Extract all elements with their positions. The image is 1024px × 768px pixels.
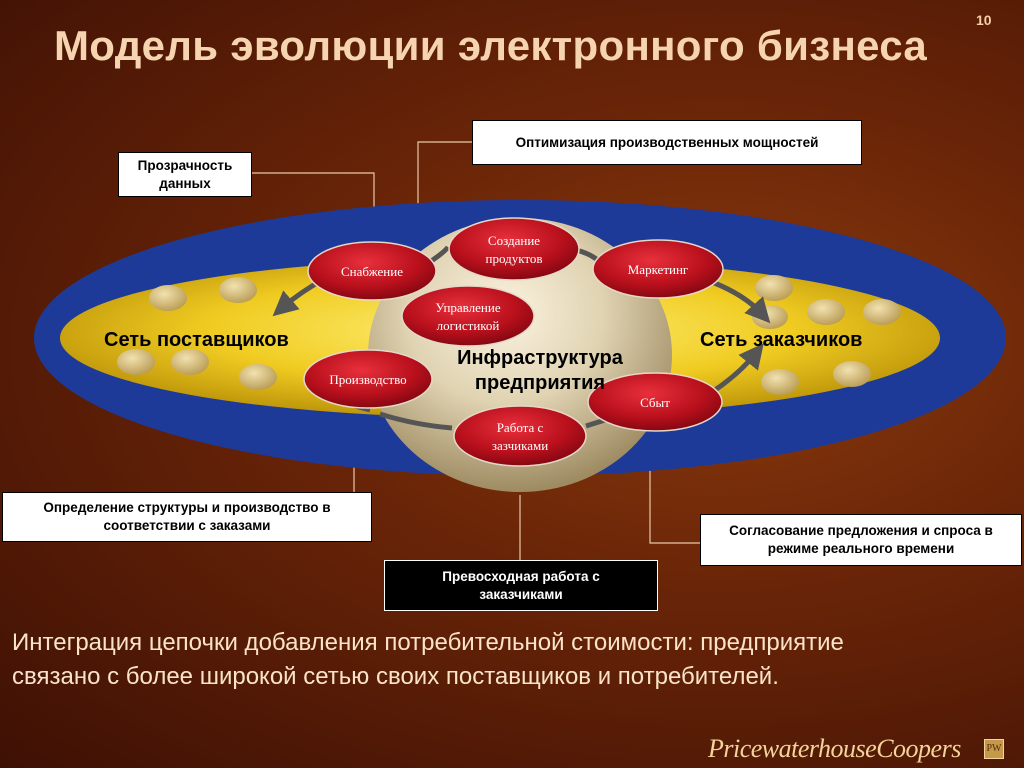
connector-transparency [252,172,375,210]
arrow-sales-to-customers [713,343,764,393]
node-customer-work-label: Работа с зазчиками [491,420,549,453]
summary-text: Интеграция цепочки добавления потребител… [12,629,844,690]
pebble [761,369,799,395]
connector-matching [649,440,700,544]
customer-network-label: Сеть заказчиков [700,329,863,351]
pebble [117,349,155,375]
connector-optimization [417,141,472,222]
logo-mark-icon: PW [984,739,1004,759]
arc-production-work [379,411,453,431]
node-marketing-label: Маркетинг [627,262,689,277]
callout-matching: Согласование предложения и спроса в режи… [700,514,1022,566]
node-sales [587,372,723,432]
company-logo: PricewaterhouseCoopers [708,734,961,763]
arrow-marketing-to-customers [711,279,771,324]
node-supply-label: Снабжение [341,264,403,279]
pebble [149,285,187,311]
node-logistics-label: Управление логистикой [435,300,501,333]
supplier-pebbles [117,277,277,390]
pebble [171,349,209,375]
process-nodes [303,217,724,467]
page-title: Модель эволюции электронного бизнеса [54,22,928,69]
node-customer-work [453,405,587,467]
pebble [833,361,871,387]
infrastructure-label: Инфраструктура предприятия [457,347,623,394]
node-products-label: Создание продуктов [485,233,543,266]
node-marketing [592,239,724,299]
pebble [807,299,845,325]
node-supply [307,241,437,301]
pebble [239,364,277,390]
supplier-network-label: Сеть поставщиков [104,329,289,351]
pebble [863,299,901,325]
slide-number: 10 [976,12,992,28]
node-production-label: Производство [329,372,407,387]
node-products [448,217,580,281]
node-sales-label: Сбыт [640,395,670,410]
callout-optimization: Оптимизация производственных мощностей [472,120,862,165]
callout-transparency: Прозрачность данных [118,152,252,197]
node-logistics [401,285,535,347]
callout-connectors [252,141,700,560]
callout-service: Превосходная работа с заказчиками [384,560,658,611]
node-production [303,349,433,409]
pebble [755,275,793,301]
callout-structure: Определение структуры и производство в с… [2,492,372,542]
pebble [219,277,257,303]
